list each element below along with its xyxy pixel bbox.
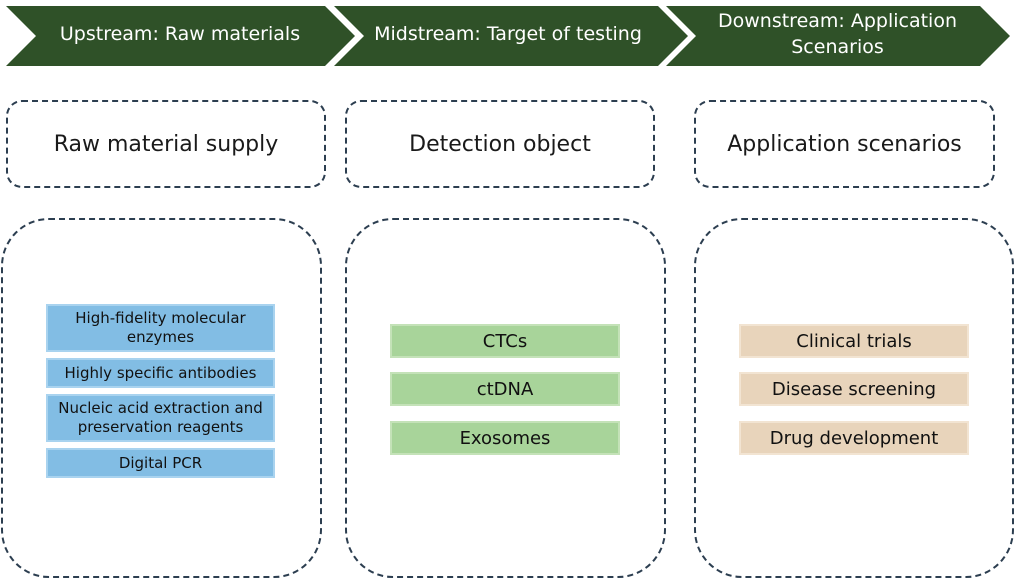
upstream-chevron [6, 6, 355, 66]
midstream-header-box: Detection object [345, 100, 655, 188]
upstream-item: Highly specific antibodies [46, 358, 275, 388]
stage-chevrons [6, 6, 1010, 66]
downstream-item: Drug development [739, 421, 969, 455]
downstream-stage-label: Downstream: Application Scenarios [717, 10, 958, 58]
upstream-stage-label: Upstream: Raw materials [59, 23, 301, 45]
midstream-item: CTCs [390, 324, 620, 358]
downstream-header-box: Application scenarios [694, 100, 995, 188]
downstream-item: Disease screening [739, 372, 969, 406]
upstream-item: High-fidelity molecular enzymes [46, 304, 275, 352]
upstream-body-box [1, 218, 322, 578]
downstream-body-box [694, 218, 1014, 578]
midstream-item: ctDNA [390, 372, 620, 406]
upstream-item: Nucleic acid extraction and preservation… [46, 394, 275, 442]
midstream-chevron [334, 6, 688, 66]
downstream-header-title: Application scenarios [727, 131, 962, 157]
midstream-header-title: Detection object [409, 131, 591, 157]
upstream-item: Digital PCR [46, 448, 275, 478]
downstream-chevron [666, 6, 1010, 66]
upstream-header-box: Raw material supply [6, 100, 326, 188]
midstream-body-box [345, 218, 666, 578]
midstream-stage-label: Midstream: Target of testing [374, 23, 642, 45]
downstream-item: Clinical trials [739, 324, 969, 358]
midstream-item: Exosomes [390, 421, 620, 455]
upstream-header-title: Raw material supply [53, 131, 279, 157]
